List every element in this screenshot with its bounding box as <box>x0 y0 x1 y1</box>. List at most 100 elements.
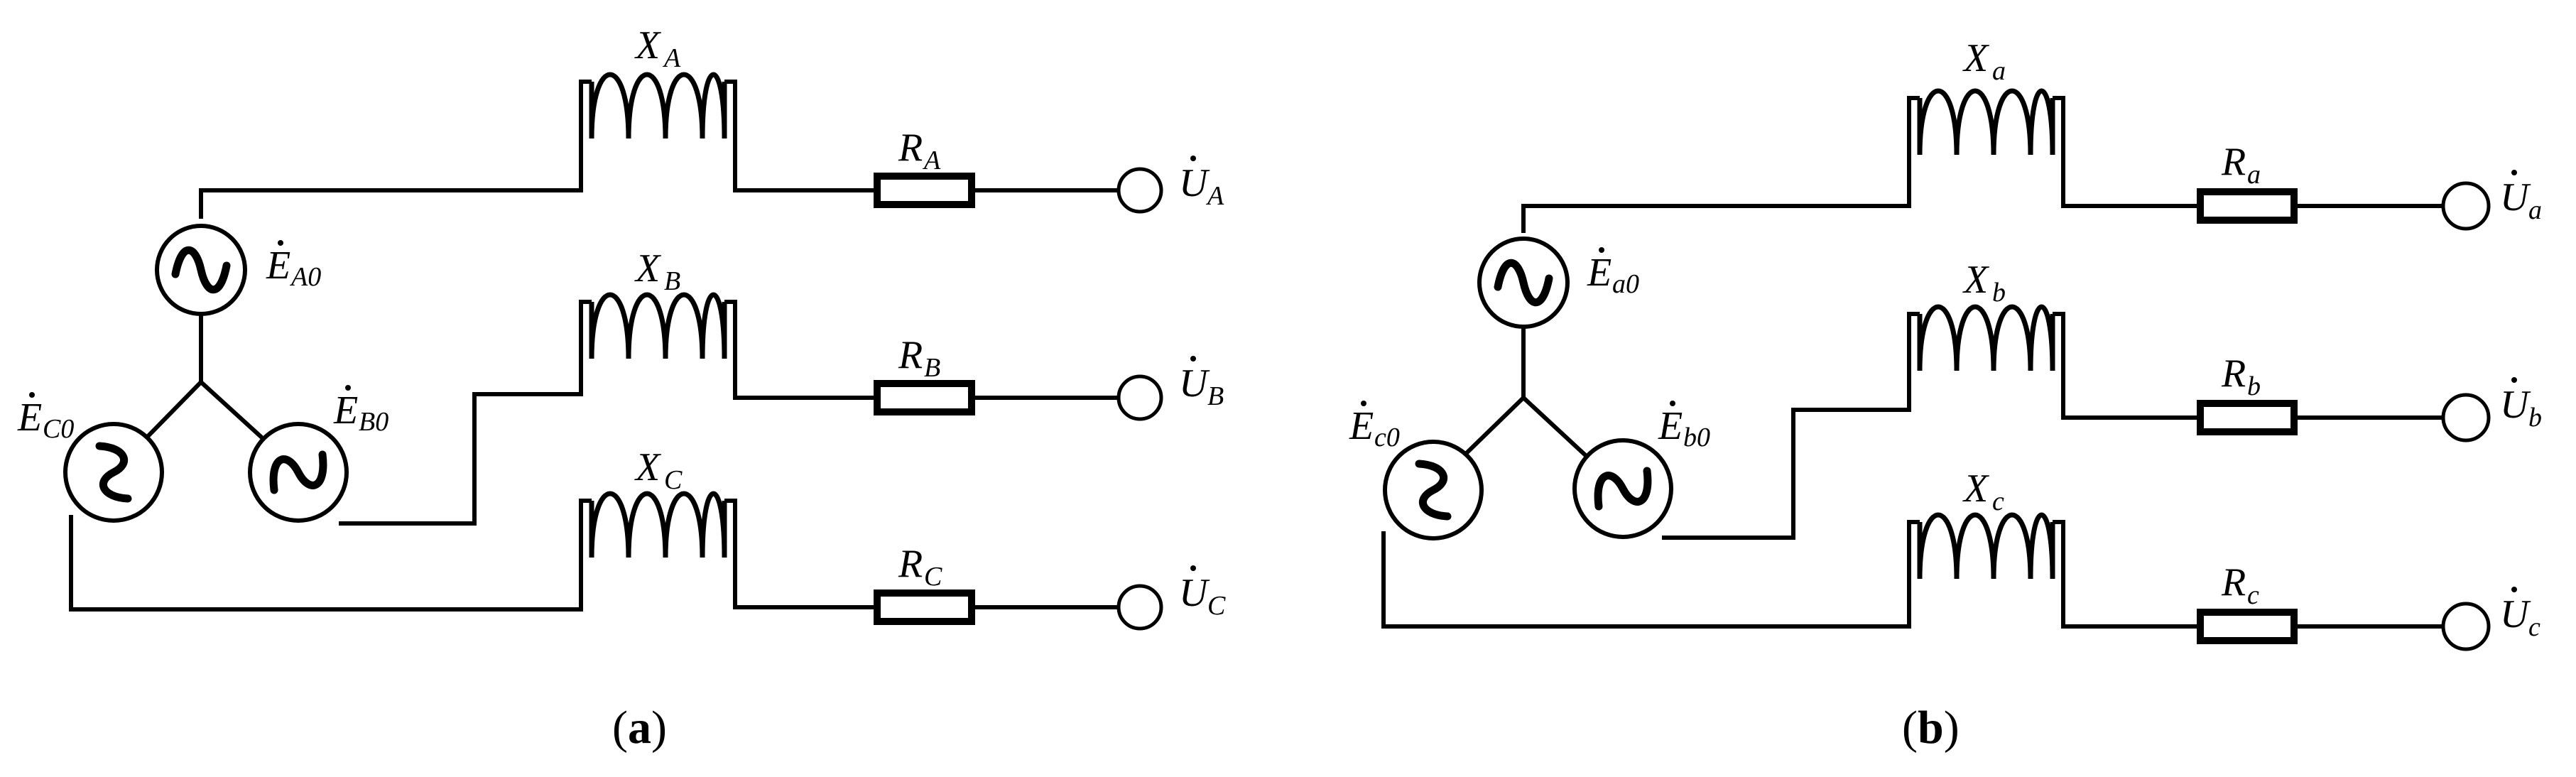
terminal-ua <box>1116 167 1163 214</box>
reactance-xc-coil <box>589 491 727 558</box>
label-subscript: A0 <box>289 262 321 292</box>
label-subscript: b0 <box>1683 423 1710 452</box>
label-subscript: B <box>664 266 680 296</box>
resistor-ra <box>2197 188 2298 224</box>
label-base: E <box>266 244 290 288</box>
label-base: E <box>333 388 358 433</box>
reactance-xa-coil <box>589 72 727 139</box>
label-subscript: a <box>2528 195 2542 225</box>
label-ec0: E c0 <box>1349 401 1400 452</box>
label-xb: X B <box>634 246 680 296</box>
terminal-ub <box>1116 374 1163 421</box>
label-subscript: a <box>1992 56 2006 86</box>
label-subscript: B0 <box>359 407 388 437</box>
circuit-panel-a: X A X B X C R A R B R C U A U <box>17 23 1226 754</box>
label-ea0: E a0 <box>1587 247 1639 299</box>
label-base: X <box>1962 36 1990 80</box>
label-base: R <box>2221 352 2246 396</box>
resistor-rb <box>874 380 975 415</box>
label-subscript: C <box>664 465 683 495</box>
label-ua: U A <box>1179 156 1224 211</box>
label-subscript: C <box>1207 591 1226 621</box>
label-subscript: b <box>2247 371 2261 401</box>
label-base: U <box>2500 592 2531 636</box>
source-eb0 <box>248 422 349 523</box>
label-base: U <box>1179 362 1210 406</box>
label-base: X <box>634 23 662 67</box>
caption-letter: b <box>1918 702 1944 754</box>
label-subscript: c0 <box>1374 423 1400 452</box>
label-base: X <box>1962 467 1990 511</box>
label-base: U <box>1179 161 1210 205</box>
label-rc: R c <box>2221 560 2259 610</box>
label-subscript: c <box>2528 612 2540 642</box>
label-base: R <box>898 542 923 586</box>
label-ea0: E A0 <box>266 240 321 292</box>
label-base: U <box>2500 383 2531 427</box>
label-base: X <box>1962 258 1990 302</box>
sine-wave-icon <box>1594 467 1652 511</box>
label-xc: X c <box>1962 467 2004 516</box>
caption-close-paren: ) <box>1944 702 1960 754</box>
source-ec0 <box>63 422 164 523</box>
resistor-rb <box>2197 400 2298 435</box>
label-rb: R b <box>2221 352 2261 401</box>
label-subscript: B <box>1207 381 1224 411</box>
label-uc: U C <box>1179 565 1226 621</box>
label-eb0: E b0 <box>1658 401 1710 452</box>
sine-wave-icon <box>269 450 327 494</box>
label-base: X <box>634 246 662 290</box>
caption-close-paren: ) <box>651 702 667 754</box>
source-ec0 <box>1383 440 1484 540</box>
wiring <box>69 80 1119 612</box>
circuit-panel-b: X a X b X c R a R b R c U a U <box>1349 36 2542 754</box>
caption-open-paren: ( <box>1902 702 1918 754</box>
label-subscript: c <box>1992 487 2004 516</box>
label-ub: U B <box>1179 356 1224 411</box>
label-base: U <box>1179 571 1210 615</box>
label-base: R <box>2221 140 2246 184</box>
label-subscript: b <box>2528 403 2542 433</box>
label-rc: R C <box>898 542 942 592</box>
terminal-uc <box>1116 584 1163 631</box>
label-subscript: b <box>1992 278 2006 308</box>
resistor-ra <box>874 173 975 208</box>
label-subscript: c <box>2247 580 2259 610</box>
label-ub: U b <box>2500 377 2542 433</box>
label-xb: X b <box>1962 258 2006 308</box>
label-base: R <box>898 126 923 170</box>
label-base: U <box>2500 175 2531 219</box>
label-subscript: a <box>2247 160 2261 190</box>
label-eb0: E B0 <box>333 385 388 437</box>
label-subscript: B <box>924 353 940 383</box>
sine-wave-icon <box>171 246 231 294</box>
label-base: E <box>17 396 42 440</box>
label-ec0: E C0 <box>17 392 74 444</box>
label-subscript: A <box>1205 181 1224 211</box>
source-ea0 <box>155 224 247 316</box>
sine-wave-icon <box>1494 259 1553 307</box>
terminal-ua <box>2441 181 2491 231</box>
caption-open-paren: ( <box>612 702 628 754</box>
label-subscript: a0 <box>1612 269 1639 299</box>
panel-caption: (b) <box>1902 702 1960 754</box>
label-xa: X a <box>1962 36 2006 86</box>
source-ea0 <box>1477 237 1570 329</box>
label-base: R <box>898 333 923 377</box>
label-xc: X C <box>634 445 683 495</box>
reactance-xc-coil <box>1917 512 2055 580</box>
resistor-rc <box>2197 609 2298 644</box>
terminal-ub <box>2441 393 2491 442</box>
label-subscript: C0 <box>43 414 74 444</box>
label-base: E <box>1349 404 1374 448</box>
label-rb: R B <box>898 333 940 383</box>
reactance-xb-coil <box>1917 304 2055 371</box>
label-xa: X A <box>634 23 681 73</box>
caption-letter: a <box>628 702 651 754</box>
label-subscript: A <box>662 43 681 73</box>
sine-wave-icon <box>1415 460 1452 521</box>
reactance-xa-coil <box>1917 88 2055 156</box>
source-eb0 <box>1572 438 1673 539</box>
label-base: E <box>1587 251 1612 295</box>
